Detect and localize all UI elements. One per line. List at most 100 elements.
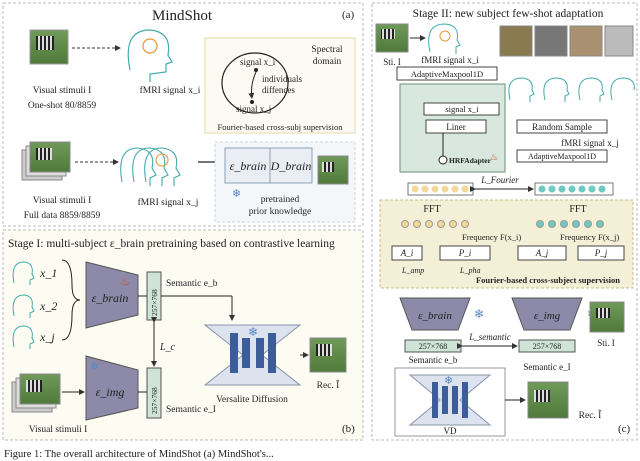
panel-b-frame [2,229,364,441]
stage2-dim-right: 257×768 [533,342,562,351]
pool-left [396,66,498,81]
fourier-caption: Fourier-based cross-subject supervision [476,275,620,285]
stage1-dim-top: 257×768 [150,289,159,316]
stage2-head-icon [428,23,461,54]
fft-right: FFT [569,204,586,215]
fourier-box [379,199,634,289]
stage1-xj: x_j [39,330,55,344]
one-shot-stimuli-label: Visual stimuli I [33,86,92,96]
freq-dots-left [401,220,469,228]
stage2-brain-encoder [399,297,471,331]
snowflake-icon: ❄ [248,325,258,339]
one-shot-stimulus-image [29,29,69,65]
prior-line-2: prior knowledge [249,207,312,217]
hrf-label: HRFAdapter [449,156,492,165]
snowflake-icon: ❄ [474,307,484,321]
stage2-stimulus-image [375,23,409,53]
stage2-image-encoder-label: ε_img [534,310,561,322]
stage2-rec-label: Rec. Î [579,409,603,421]
random-sample-label: Random Sample [532,122,592,132]
amp-j-box [517,245,567,261]
spectral-label-2: domain [313,57,342,67]
heads-stack-icon [120,147,181,186]
difference-arrow [248,71,257,99]
small-head-icons [12,261,35,349]
add-node [438,155,448,165]
stage2-brain-encoder-label: ε_brain [418,310,452,322]
stage1-stimuli-stack [11,373,61,413]
stage1-rec-label: Rec. Î [317,379,341,391]
stage1-image-encoder-label: ε_img [96,385,125,399]
head-icon [127,29,173,82]
svg-text:♨: ♨ [120,276,130,288]
stage1-brain-encoder-label: ε_brain [92,291,129,305]
stage1-brain-encoder [85,261,139,329]
semantic-i-label: Semantic e_I [166,405,216,415]
stage1-embedding-bottom [146,367,162,419]
prior-decoder [269,147,313,184]
freq-dots-right [536,220,604,228]
snowflake-icon: ❄ [232,188,241,200]
stage2-semantic-i: Semantic e_I [523,362,570,372]
prior-encoder-label: ε_brain [230,159,267,173]
prior-line-1: pretrained [261,195,300,205]
stage2-image-encoder [511,297,583,331]
snowflake-icon: ❄ [90,361,99,373]
full-data-signal-label: fMRI signal x_j [138,197,199,208]
full-data-stimuli-stack [21,141,71,181]
loss-fourier: L_Fourier [480,175,519,185]
stage2-dim-left: 257×768 [419,342,448,351]
liner-label: Liner [446,122,466,132]
stage2-fmri-i: fMRI signal x_i [421,55,479,65]
spectral-label-1: Spectral [311,45,342,55]
stage1-image-encoder [85,355,139,421]
loss-semantic: L_semantic [468,332,511,342]
stage2-semantic-b: Semantic e_b [409,355,458,365]
figure-caption: Figure 1: The overall architecture of Mi… [4,449,274,460]
pha-i: P_i [458,248,472,258]
signal-dots-left [407,182,474,196]
pha-i-box [439,245,491,261]
stage2-head-row [508,77,635,102]
vd-label-2: VD [444,426,457,436]
signal-j-dot [250,100,254,104]
liner-box [425,119,487,134]
difference-line-2: diffences [262,85,295,95]
svg-text:♨: ♨ [490,152,498,162]
spectral-signal-i: signal x_i [240,57,276,67]
pha-j: P_j [594,248,608,258]
signal-box [423,102,500,116]
stage1-stim-label: Visual stimuli I [29,425,88,435]
pha-j-box [577,245,625,261]
fft-left: FFT [423,204,440,215]
stage1-dim-bottom: 257×768 [150,387,159,414]
stage1-title: Stage I: multi-subject ε_brain pretraini… [8,238,335,250]
stage2-fmri-j: fMRI signal x_j [561,138,619,148]
brace [61,259,81,341]
svg-text:❄: ❄ [474,307,484,321]
panel-a-title: MindShot [152,8,213,24]
dataset-image-stack [499,25,634,57]
loss-pha: L_pha [459,266,480,275]
stage2-sti-top: Sti. I [383,57,401,67]
spectral-signal-j: signal x_j [236,104,271,114]
stage2-sti-bottom-image [589,301,625,333]
flame-icon: ♨ [120,276,130,288]
difference-line-1: individuals [262,74,302,84]
freq-j: Frequency F(x_j) [560,232,619,242]
stage2-unet [408,374,492,426]
vd-label: Versalite Diffusion [216,394,288,405]
one-shot-signal-label: fMRI signal x_i [140,85,201,96]
svg-text:❄: ❄ [248,325,258,339]
signal-box-label: signal x_i [445,104,479,114]
freq-i: Frequency F(x_i) [462,232,521,242]
amp-i: A_i [400,248,414,258]
stage2-emb-right [518,339,576,353]
prior-encoder [224,147,271,184]
stage2-title: Stage II: new subject few-shot adaptatio… [413,8,604,20]
stage2-reconstruction-image [527,381,569,419]
stage1-x1: x_1 [39,266,57,280]
snowflake-icon: ❄ [444,375,453,387]
flame-icon: ♨ [490,152,498,162]
